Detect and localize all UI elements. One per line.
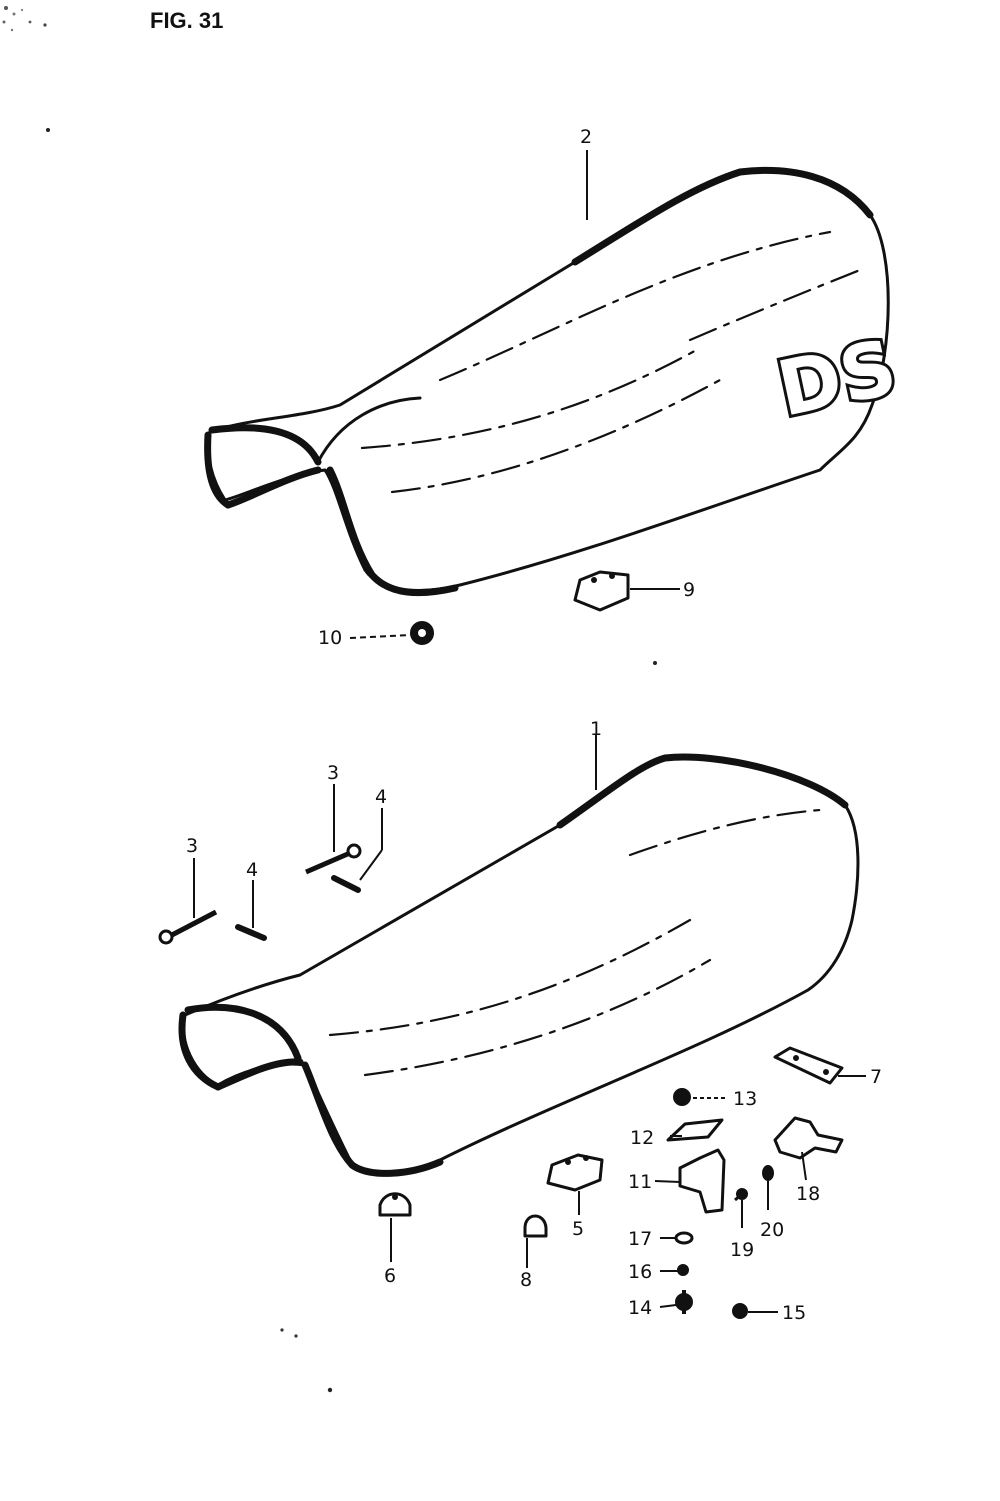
part-15-nut	[732, 1303, 748, 1319]
callout-9: 9	[683, 579, 695, 601]
callout-4b: 4	[375, 786, 387, 808]
part-13-washer	[673, 1088, 691, 1106]
callout-15: 15	[782, 1302, 806, 1324]
part-3-bolt-right	[305, 843, 362, 875]
callout-11: 11	[628, 1171, 652, 1193]
part-14-bolt	[675, 1290, 693, 1314]
part-20-washer	[762, 1165, 774, 1181]
part-10-nut	[410, 621, 434, 645]
callout-3a: 3	[186, 835, 198, 857]
part-17-washer	[674, 1231, 694, 1245]
callout-17: 17	[628, 1228, 652, 1250]
part-4-pin-right	[331, 875, 361, 893]
callout-5: 5	[572, 1218, 584, 1240]
figure-title: FIG. 31	[150, 8, 223, 33]
seat-lower	[178, 753, 860, 1177]
callout-8: 8	[520, 1269, 532, 1291]
callout-labels: 2 1 3 3 4 4 5 6 7 8 9 10 11 12 13 14 15 …	[186, 126, 882, 1324]
callout-19: 19	[730, 1239, 754, 1261]
callout-12: 12	[630, 1127, 654, 1149]
part-7-plate	[773, 1046, 844, 1085]
callout-10: 10	[318, 627, 342, 649]
callout-3b: 3	[327, 762, 339, 784]
part-18-lock	[773, 1116, 844, 1160]
part-4-pin-left	[235, 924, 267, 941]
part-19-screw	[734, 1188, 748, 1202]
callout-18: 18	[796, 1183, 820, 1205]
part-3-bolt-left	[158, 909, 218, 945]
callout-4a: 4	[246, 859, 258, 881]
callout-2: 2	[580, 126, 592, 148]
part-5-rubber-block	[546, 1153, 604, 1192]
part-6-cushion	[378, 1192, 412, 1217]
callout-7: 7	[870, 1066, 882, 1088]
seat-upper: DS	[204, 166, 907, 597]
callout-20: 20	[760, 1219, 784, 1241]
part-16-washer	[677, 1264, 689, 1276]
callout-13: 13	[733, 1088, 757, 1110]
callout-16: 16	[628, 1261, 652, 1283]
part-9-rubber-block	[573, 570, 630, 612]
callout-1: 1	[590, 718, 602, 740]
callout-6: 6	[384, 1265, 396, 1287]
scan-noise	[2, 6, 657, 1393]
leader-lines	[193, 150, 866, 1313]
part-8-cushion	[523, 1214, 548, 1238]
seat-logo: DS	[770, 322, 904, 434]
part-11-hinge	[678, 1148, 726, 1214]
callout-14: 14	[628, 1297, 652, 1319]
